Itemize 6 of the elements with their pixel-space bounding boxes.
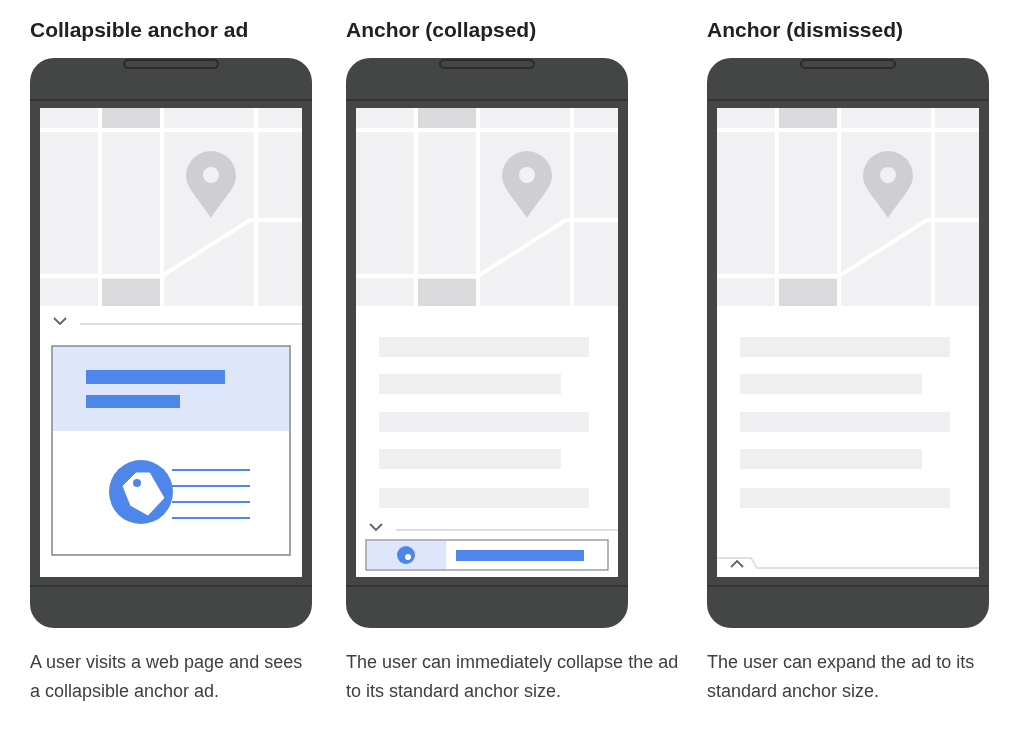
panel-heading: Anchor (dismissed) (707, 18, 904, 42)
panel-heading: Anchor (collapsed) (346, 18, 537, 42)
caption-text: The user can immediately collapse the ad to its standard anchor size. (346, 651, 680, 703)
panel-heading: Collapsible anchor ad (30, 18, 249, 42)
caption-text: A user visits a web page and sees a collapsible anchor ad. (30, 651, 304, 703)
caption-text: The user can expand the ad to its standard anchor size. (707, 651, 976, 703)
